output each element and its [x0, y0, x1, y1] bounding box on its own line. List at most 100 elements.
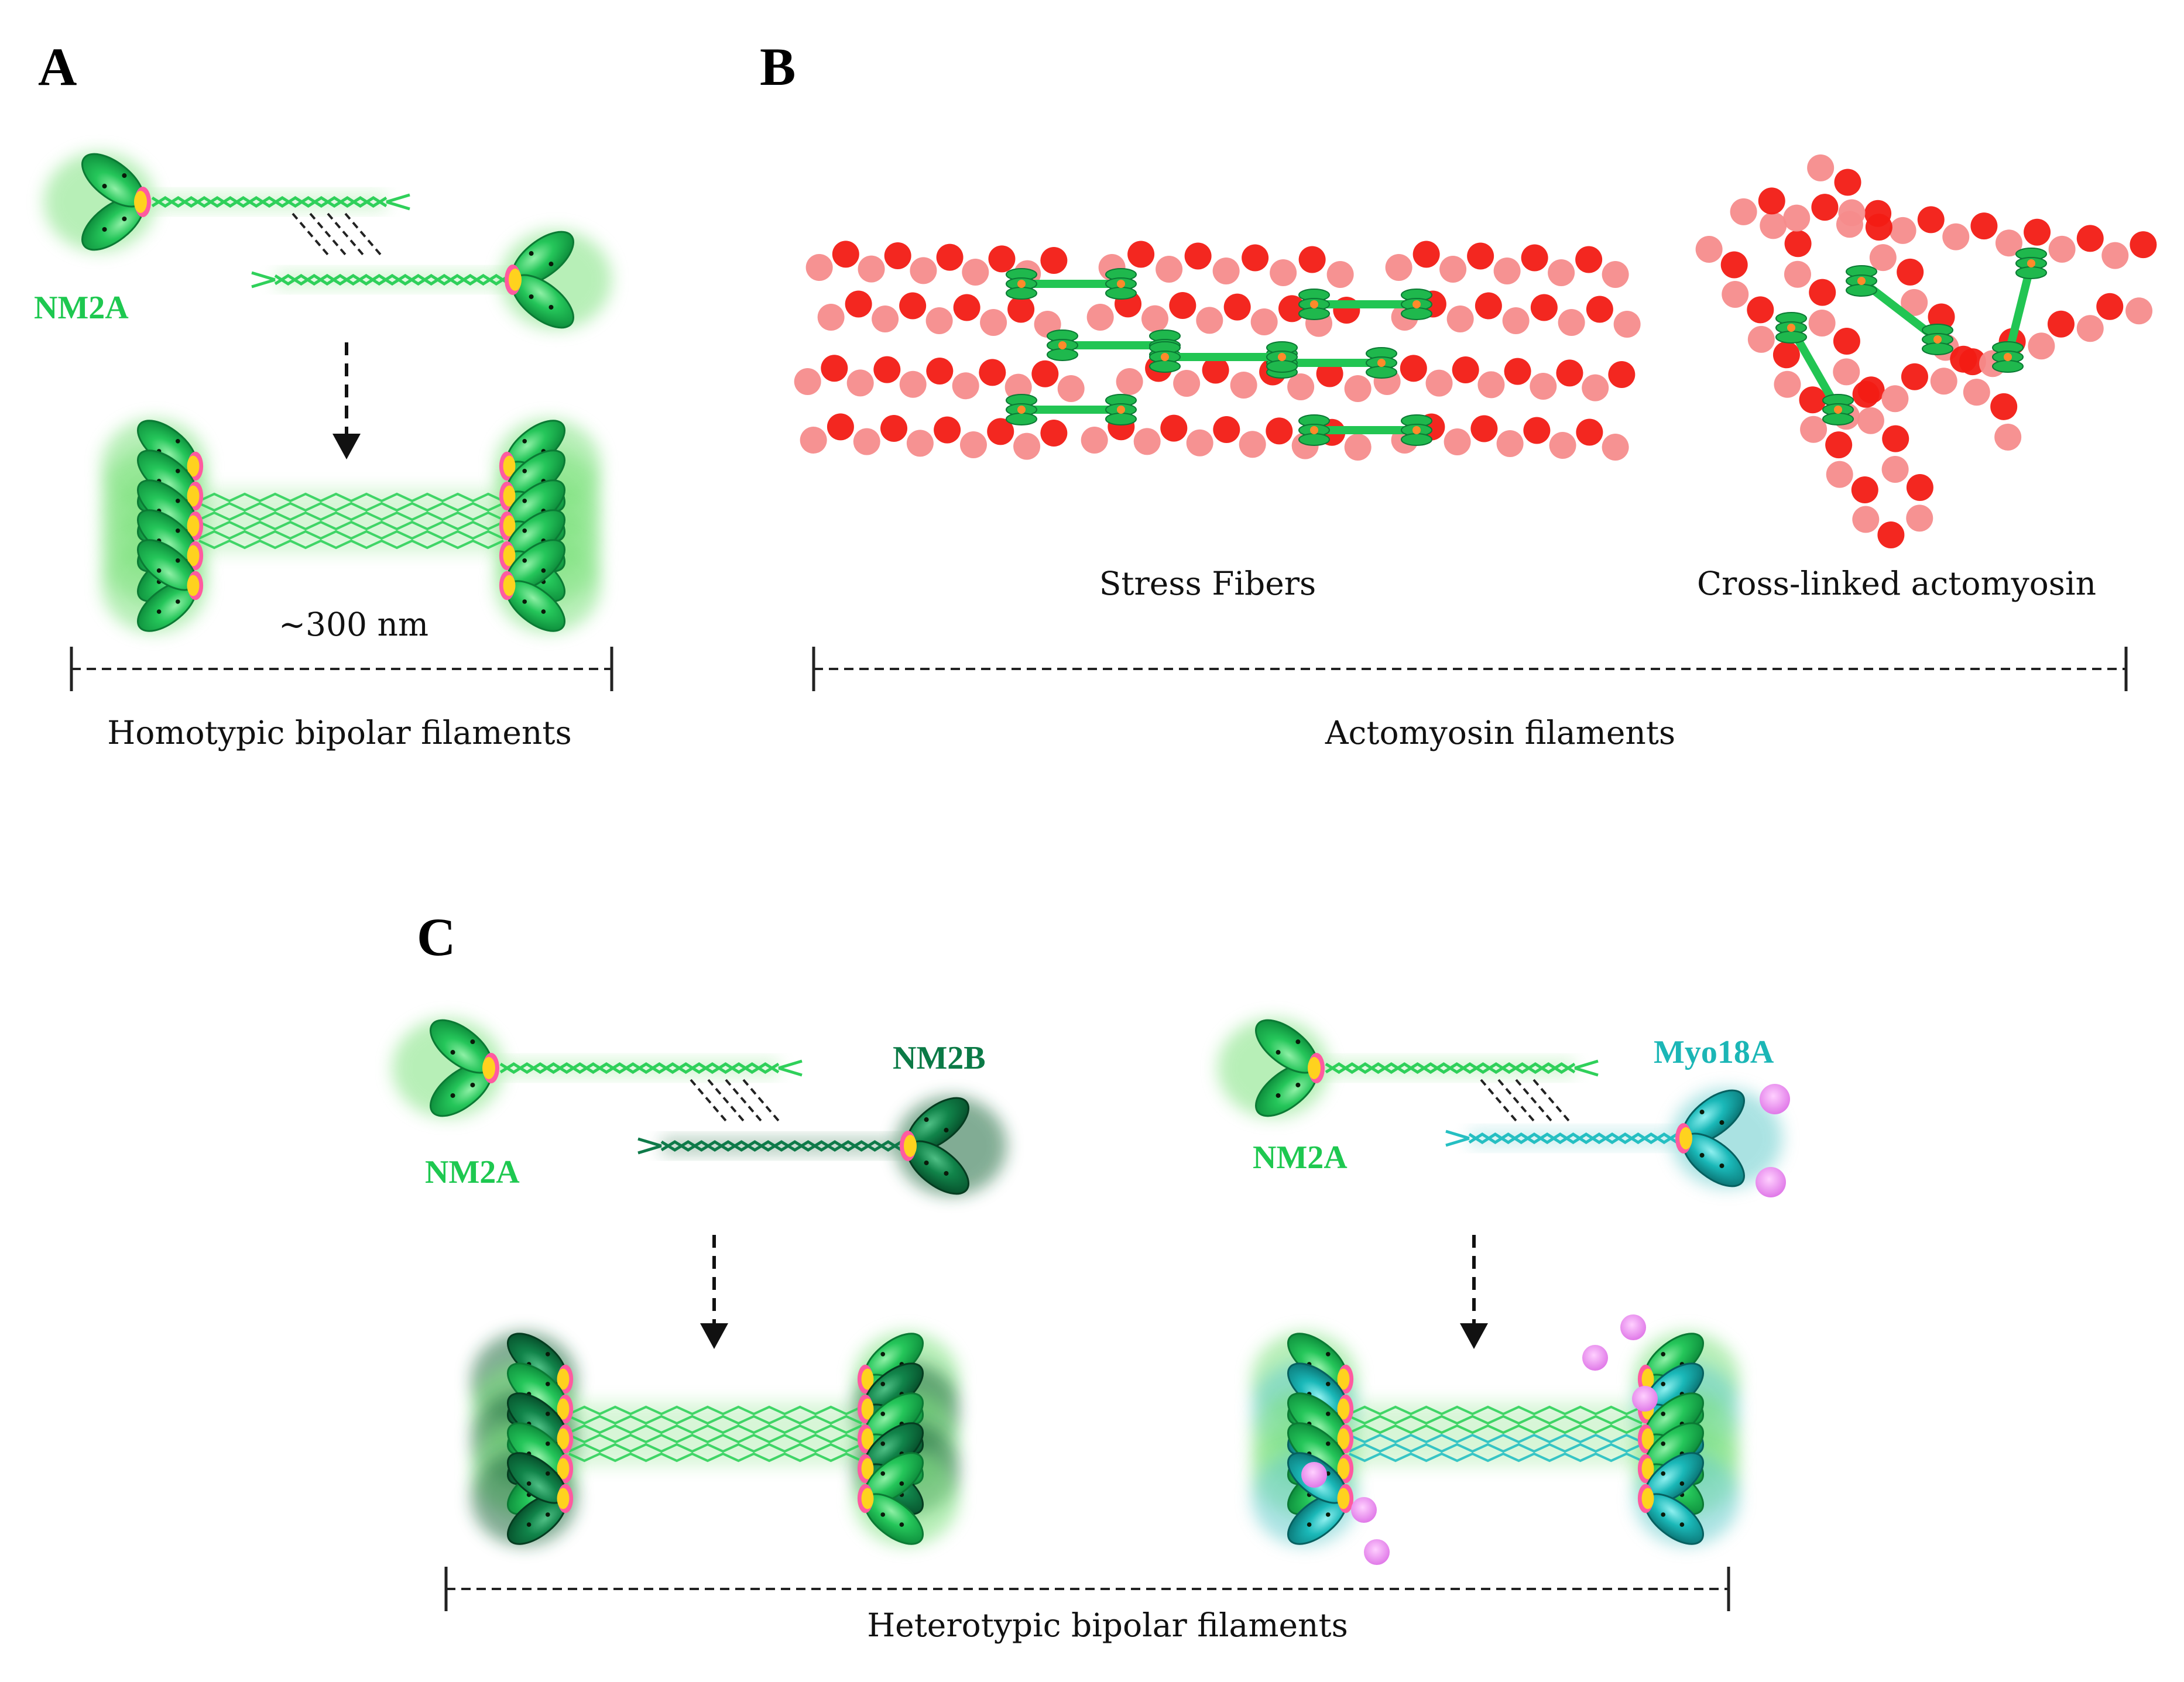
panel-c-left-nm2a-tail	[499, 1059, 803, 1077]
actin-monomer	[1186, 429, 1213, 456]
panel-c-right-nm2a-head	[1254, 1019, 1325, 1117]
motor-dot	[880, 1441, 886, 1446]
panel-c-nm2b-label: NM2B	[893, 1040, 986, 1076]
coil-strand	[274, 274, 510, 286]
motor-dot	[1276, 1050, 1281, 1055]
actin-monomer	[1502, 307, 1530, 334]
pdz-domain	[1620, 1314, 1646, 1340]
actin-monomer	[1613, 310, 1641, 338]
assoc-dash	[327, 212, 364, 256]
actin-monomer	[1825, 431, 1853, 459]
actin-monomer	[1031, 360, 1059, 387]
actin-monomer	[1882, 425, 1909, 452]
mini-myosin-head	[1149, 360, 1181, 373]
coil-strand	[151, 196, 388, 208]
actin-monomer	[1213, 416, 1240, 444]
motor-dot	[548, 262, 554, 267]
stress-fiber-actin	[817, 290, 1061, 338]
panel-c-left-bipolar-filament	[568, 1405, 862, 1463]
motor-dot	[545, 1412, 550, 1416]
actin-monomer	[987, 418, 1014, 445]
light-chain-yellow	[187, 575, 200, 596]
bundle-strand	[1349, 1452, 1643, 1463]
actin-monomer	[1881, 385, 1909, 413]
actin-monomer	[794, 368, 821, 395]
actin-monomer	[1467, 242, 1494, 270]
coil-strand	[1325, 1062, 1576, 1074]
motor-dot	[1661, 1382, 1666, 1386]
assoc-dash	[1532, 1079, 1570, 1122]
arrow-head	[1460, 1323, 1488, 1349]
motor-dot	[899, 1522, 904, 1527]
actin-monomer	[1602, 260, 1629, 288]
actin-monomer	[2096, 293, 2124, 320]
bundle-strand	[198, 502, 504, 512]
assoc-dash	[1515, 1079, 1552, 1122]
actin-monomer	[1548, 259, 1575, 286]
motor-dot	[522, 469, 527, 473]
bundle-strand	[1349, 1443, 1643, 1453]
crosslinked-myosin	[1992, 248, 2047, 373]
actin-monomer	[1086, 303, 1114, 331]
actin-monomer	[1242, 244, 1269, 272]
panel-b-caption: Actomyosin filaments	[1325, 714, 1676, 751]
motor-dot	[175, 528, 180, 533]
motor-dot	[1679, 1481, 1685, 1486]
actin-monomer	[1493, 257, 1521, 284]
light-chain-yellow	[503, 545, 516, 567]
actin-monomer	[1521, 244, 1548, 272]
tail-fork	[386, 193, 410, 211]
actin-monomer	[1239, 431, 1266, 458]
bundle-head-right	[499, 539, 566, 632]
actin-monomer	[1730, 198, 1757, 225]
light-chain-yellow	[187, 455, 200, 477]
panel-a-letter: A	[38, 37, 77, 97]
motor-dot	[175, 558, 180, 563]
mini-myosin-head	[1401, 433, 1432, 446]
stress-fiber-actin	[1098, 241, 1354, 288]
bundle-head-left	[136, 539, 204, 632]
actin-monomer	[1857, 407, 1884, 434]
actin-monomer	[899, 370, 927, 398]
light-chain-yellow	[1641, 1428, 1654, 1450]
light-chain-yellow	[1337, 1428, 1350, 1450]
panel-a-bracket	[70, 647, 613, 691]
motor-dot	[1719, 1163, 1724, 1168]
panel-b-letter: B	[760, 37, 796, 97]
motor-dot	[1307, 1522, 1312, 1527]
motor-dot	[880, 1382, 886, 1386]
actin-monomer	[1865, 214, 1892, 241]
motor-dot	[924, 1160, 929, 1165]
actin-monomer	[1950, 345, 1977, 373]
light-chain-yellow	[187, 515, 200, 537]
panel-c-left-nm2a-head	[429, 1019, 499, 1117]
stress-fiber-actin	[794, 355, 1085, 402]
actin-monomer	[2048, 235, 2076, 263]
actin-monomer	[1212, 257, 1240, 284]
coil-strand	[660, 1140, 903, 1152]
actin-monomer	[1385, 253, 1412, 281]
mini-myosin-head	[1401, 307, 1432, 320]
crosslinked-actin	[1695, 236, 1905, 548]
light-chain-yellow	[1308, 1057, 1321, 1079]
motor-dot	[1661, 1441, 1666, 1446]
actin-monomer	[2076, 225, 2104, 252]
motor-dot	[1661, 1352, 1666, 1357]
actin-monomer	[979, 359, 1006, 386]
panel-a-caption: Homotypic bipolar filaments	[107, 714, 572, 751]
actin-monomer	[1586, 296, 1613, 323]
panel-a-bottom-head	[505, 231, 575, 329]
actin-monomer	[1990, 393, 2018, 420]
panel-a-assoc-lines	[292, 212, 382, 256]
stress-fiber-myosin	[1298, 414, 1432, 446]
tail-fork	[778, 1059, 803, 1077]
bundle-strand	[198, 511, 504, 521]
actin-monomer	[1425, 369, 1453, 397]
motor-dot	[1295, 1039, 1301, 1045]
mini-myosin-neck	[1117, 406, 1125, 414]
actin-monomer	[1250, 308, 1278, 335]
coil-strand	[1468, 1132, 1678, 1144]
actin-monomer	[1852, 506, 1880, 533]
actin-monomer	[1811, 194, 1839, 221]
actin-monomer	[1287, 373, 1315, 400]
